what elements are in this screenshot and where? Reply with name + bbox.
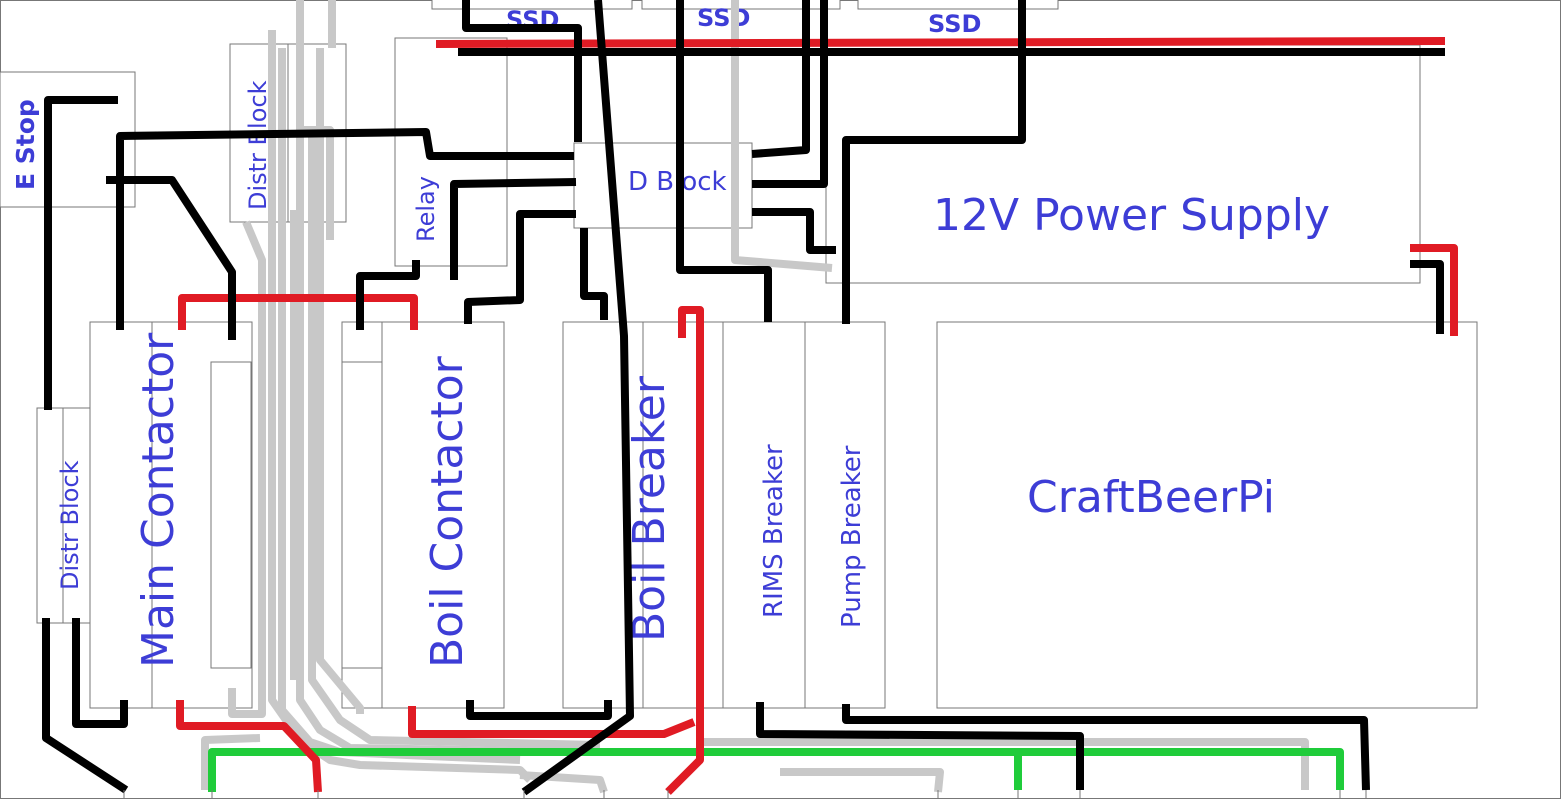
craftbeerpi: CraftBeerPi [936,321,1478,709]
boil-contactor-label: Boil Contactor [422,355,473,668]
boil-breaker-label: Boil Breaker [624,375,675,642]
terminal-ticks [123,790,1367,799]
power-supply-label: 12V Power Supply [933,190,1330,241]
distr-block-top-label: Distr Block [244,80,272,210]
estop-component: E Stop [0,71,136,208]
ssd-3-label: SSD [928,10,981,38]
pump-breaker-label: Pump Breaker [837,445,867,628]
black-wires [42,0,1445,796]
ssd-2-label: SSD [697,4,750,32]
relay-label: Relay [412,176,440,242]
d-block: D Block [573,142,753,229]
power-supply: 12V Power Supply [825,44,1421,284]
distr-block-left-label: Distr Block [56,460,84,590]
estop-label: E Stop [11,99,40,190]
main-contactor: Main Contactor [89,321,253,709]
ssd-3: SSD [857,0,1059,38]
rims-breaker-label: RIMS Breaker [759,444,789,618]
green-wire [208,748,1344,792]
boil-contactor: Boil Contactor [341,321,505,709]
pump-breaker: Pump Breaker [804,321,886,709]
distr-block-left: Distr Block [36,407,91,624]
rims-breaker: RIMS Breaker [722,321,806,709]
ssd-2: SSD [641,0,841,32]
craftbeerpi-label: CraftBeerPi [1027,472,1275,523]
main-contactor-label: Main Contactor [133,332,184,668]
